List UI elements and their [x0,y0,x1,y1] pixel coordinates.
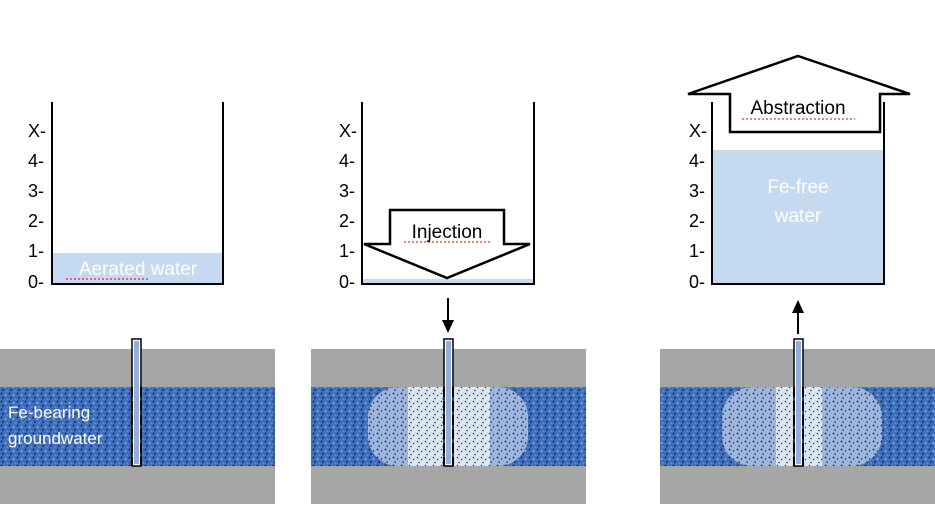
scale-label-2: 2- [28,211,44,231]
well-1 [131,338,142,467]
scale-label-3: 3- [28,181,44,201]
clay-bottom [0,466,275,504]
abstraction-arrow-shape [687,54,911,134]
scale-label-3: 3- [339,181,355,201]
scale-label-2: 2- [689,211,705,231]
tank-1-outline [51,102,224,285]
flow-arrow-down [442,298,454,333]
panel-1: Aerated water X- 4- 3- 2- 1- 0- Fe-beari… [0,102,275,504]
tank-2-outline [361,102,535,285]
tank-3: Fe-free water [711,102,885,285]
scale-label-4: 4- [28,151,44,171]
well-2 [443,338,454,467]
panel-3: Fe-free water X- 4- 3- 2- 1- 0- Abstract… [660,54,935,504]
scale-2: X- 4- 3- 2- 1- 0- [339,121,357,292]
tank-2 [361,102,535,285]
tank-3-water-label-line2: water [774,206,822,227]
aquifer-label-line1: Fe-bearing [8,403,90,422]
tank-3-water-label-line1: Fe-free [767,177,828,198]
tank-1: Aerated water [51,102,224,285]
tank-2-water [362,279,534,284]
injection-arrow: Injection [363,208,531,280]
flow-arrow-head [442,320,454,333]
panel-2: X- 4- 3- 2- 1- 0- Injection [311,102,586,504]
well-bore [446,341,451,464]
abstraction-arrow: Abstraction [687,54,911,134]
scale-label-1: 1- [28,241,44,261]
clay-bottom [660,466,935,504]
scale-1: X- 4- 3- 2- 1- 0- [28,121,46,292]
flow-arrow-head [792,300,804,313]
scale-label-2: 2- [339,211,355,231]
tank-3-outline [711,102,885,285]
flow-arrow-up [792,300,804,334]
scale-label-x: X- [339,121,357,141]
scale-label-x: X- [689,121,707,141]
clay-bottom [311,466,586,504]
tank-1-water-label: Aerated water [79,259,198,280]
scale-label-3: 3- [689,181,705,201]
scale-3: X- 4- 3- 2- 1- 0- [689,121,707,292]
aquifer-label-line2: groundwater [8,429,103,448]
well-3 [793,338,804,467]
scale-label-x: X- [28,121,46,141]
injection-arrow-shape [363,208,531,280]
injection-label: Injection [412,222,483,243]
scale-label-0: 0- [28,272,44,292]
ground-3 [660,349,935,504]
scale-label-0: 0- [689,272,705,292]
tank-3-water [712,150,884,284]
scale-label-4: 4- [339,151,355,171]
well-bore [796,341,801,464]
well-bore [134,341,139,464]
abstraction-label: Abstraction [750,98,845,119]
tank-1-water [52,253,223,284]
scale-label-0: 0- [339,272,355,292]
scale-label-1: 1- [689,241,705,261]
scale-label-1: 1- [339,241,355,261]
scale-label-4: 4- [689,151,705,171]
